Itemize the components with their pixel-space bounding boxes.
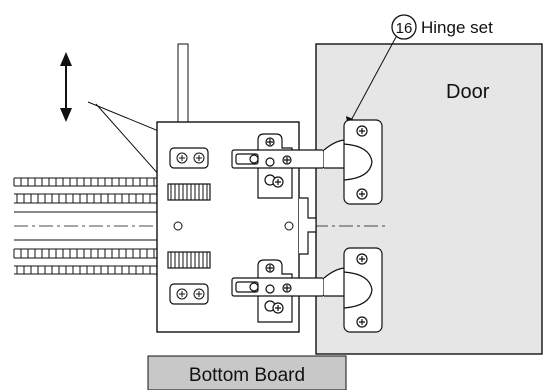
callout-leader (347, 36, 397, 127)
plate-notch (299, 197, 317, 255)
lower-door-cup (343, 247, 383, 333)
part-number: 16 (396, 20, 413, 37)
track-teeth (13, 178, 158, 274)
lower-clamp (169, 283, 209, 305)
upper-gear (167, 183, 211, 201)
plate-hole-right (284, 221, 294, 231)
double-arrow-icon (60, 52, 72, 122)
lower-gear (167, 251, 211, 269)
lower-hinge (231, 259, 347, 323)
upper-door-cup (343, 119, 383, 205)
part-number-circle (391, 14, 417, 40)
door-label: Door (446, 81, 490, 103)
bottom-board (147, 355, 347, 390)
bottom-board-label: Bottom Board (189, 365, 305, 386)
part-label: Hinge set (421, 18, 493, 37)
upper-clamp (169, 147, 209, 169)
plate-hole-left (173, 221, 183, 231)
upper-hinge (231, 133, 347, 199)
